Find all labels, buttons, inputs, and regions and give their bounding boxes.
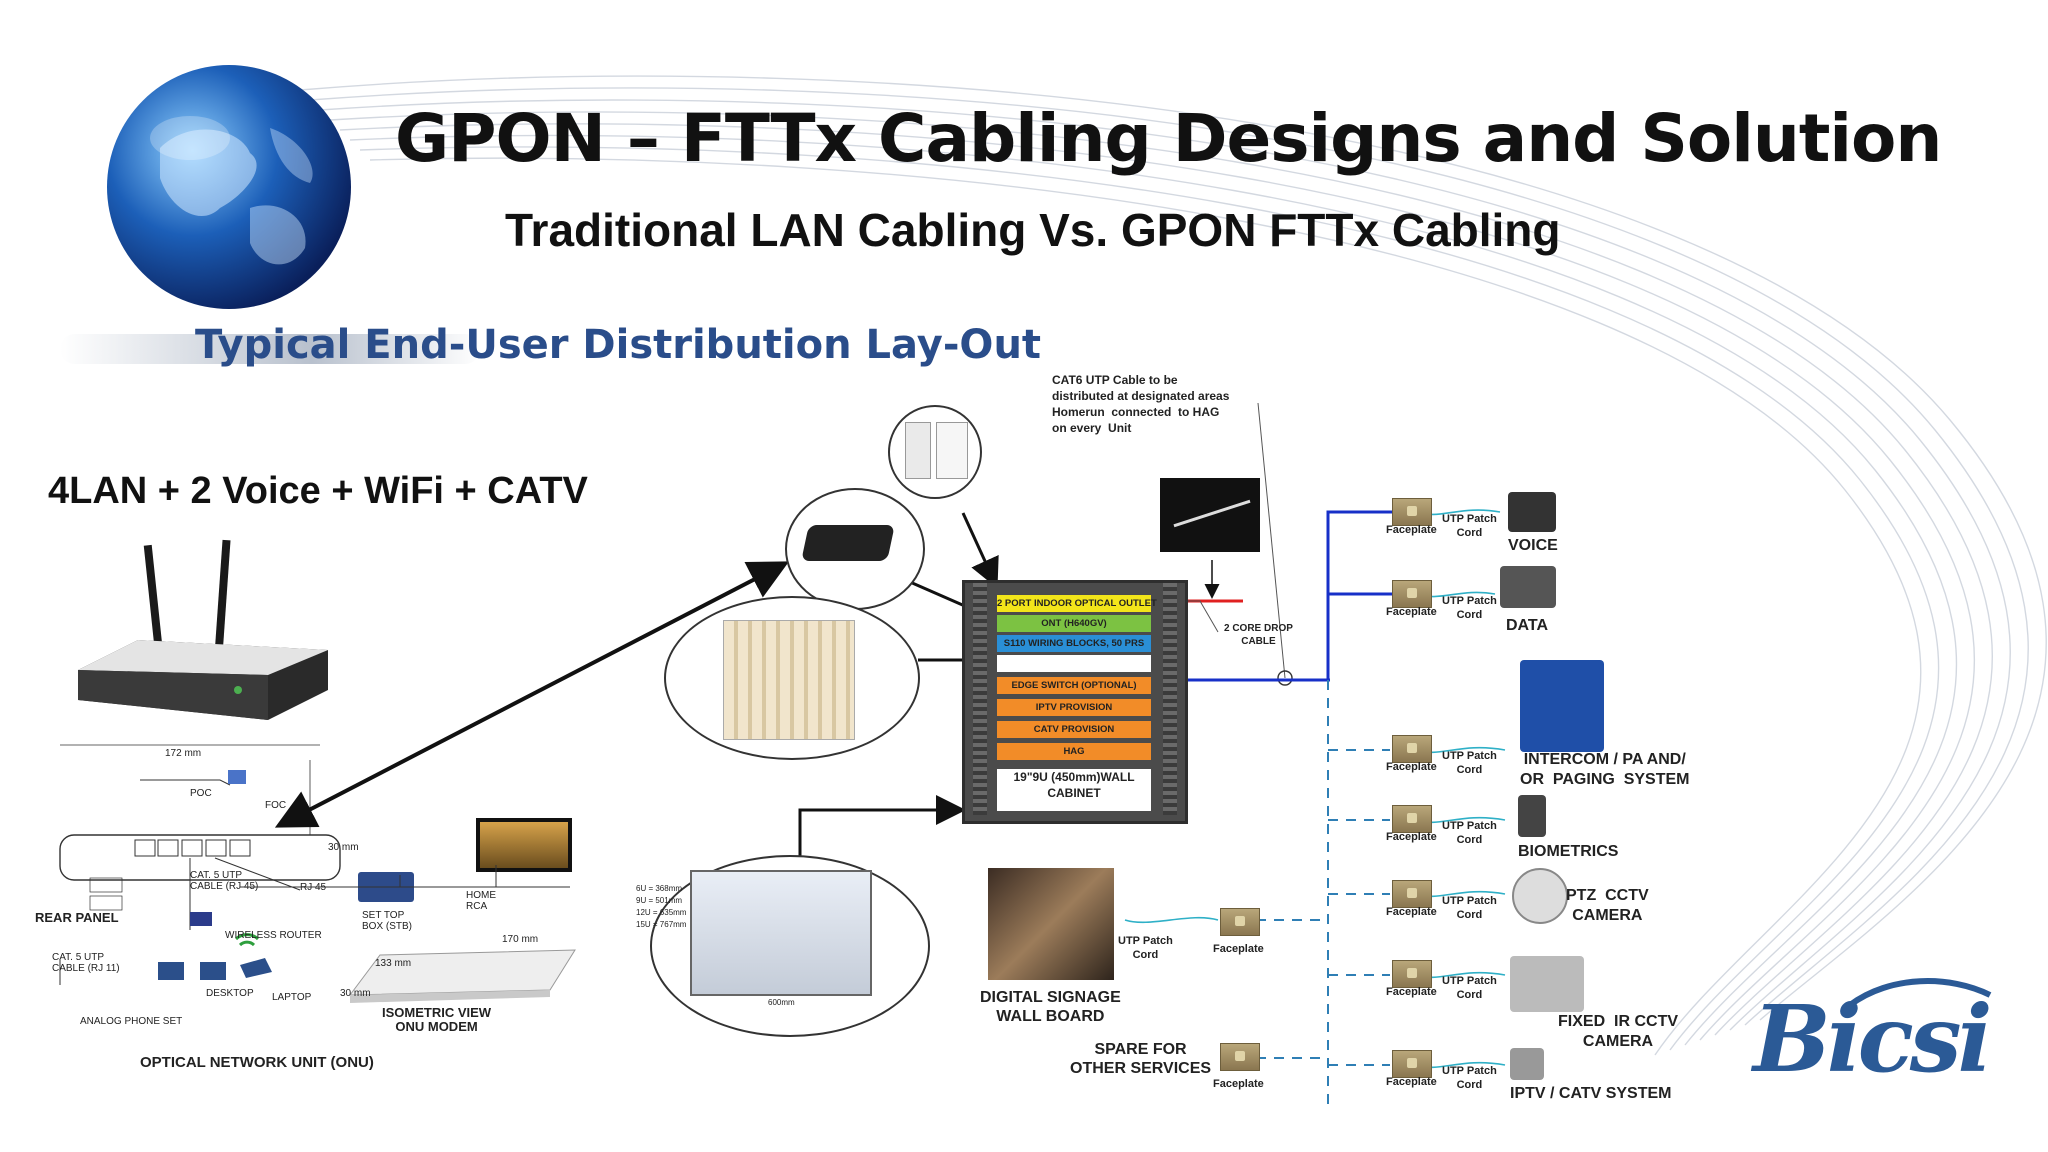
phone-icon xyxy=(1508,492,1556,532)
wall-cabinet-rack: 2 PORT INDOOR OPTICAL OUTLET ONT (H640GV)… xyxy=(962,580,1188,824)
spare-services-label: SPARE FOR OTHER SERVICES xyxy=(1070,1041,1212,1077)
wireless-router-label: WIRELESS ROUTER xyxy=(225,930,322,941)
service-label: FIXED IR CCTV CAMERA xyxy=(1558,1013,1679,1050)
onu-width-label: 172 mm xyxy=(165,748,202,759)
faceplate-2 xyxy=(1392,735,1432,763)
rack-unit-3 xyxy=(997,655,1151,672)
isometric-label: ISOMETRIC VIEW ONU MODEM xyxy=(382,1005,492,1034)
onu-cat5-phone-label: CAT. 5 UTP CABLE (RJ 11) xyxy=(52,952,120,974)
patch-cord-label: UTP Patch Cord xyxy=(1442,820,1497,846)
patch-cord-label: UTP Patch Cord xyxy=(1442,513,1497,539)
bicsi-logo: Bicsi xyxy=(1753,985,1992,1093)
patch-cord-label: UTP Patch Cord xyxy=(1442,975,1497,1001)
rack-unit-5: IPTV PROVISION xyxy=(997,699,1151,716)
optical-outlet-image xyxy=(905,422,931,479)
globe-icon xyxy=(107,65,351,309)
patch-cord-label: UTP Patch Cord xyxy=(1442,1065,1497,1091)
faceplate-label: Faceplate xyxy=(1386,524,1437,536)
home-rca-label: HOME RCA xyxy=(466,890,496,912)
laptop-label: LAPTOP xyxy=(272,992,312,1003)
section-highlight xyxy=(60,334,480,364)
onu-height-label: 30 mm xyxy=(328,842,359,853)
rack-rail-right xyxy=(1163,583,1177,815)
biometric-icon xyxy=(1518,795,1546,837)
cabinet-dims: 6U = 368mm 9U = 501mm 12U = 635mm 15U = … xyxy=(636,884,687,929)
faceplate-label: Faceplate xyxy=(1386,606,1437,618)
faceplate-1 xyxy=(1392,580,1432,608)
patch-cord-signage-label: UTP Patch Cord xyxy=(1118,935,1173,961)
optical-outlet-image-2 xyxy=(936,422,968,479)
patch-cord-label: UTP Patch Cord xyxy=(1442,750,1497,776)
onu-tv-link xyxy=(240,865,570,888)
slide-subtitle: Traditional LAN Cabling Vs. GPON FTTx Ca… xyxy=(505,204,1561,256)
bicsi-logo-arc xyxy=(1848,978,1992,1008)
rack-rail-left xyxy=(973,583,987,815)
rack-unit-0: 2 PORT INDOOR OPTICAL OUTLET xyxy=(997,595,1157,612)
faceplate-0 xyxy=(1392,498,1432,526)
services-heading: 4LAN + 2 Voice + WiFi + CATV xyxy=(48,470,588,512)
faceplate-label: Faceplate xyxy=(1386,986,1437,998)
rack-unit-1: ONT (H640GV) xyxy=(997,615,1151,632)
service-label: PTZ CCTV CAMERA xyxy=(1566,887,1649,924)
faceplate-spare xyxy=(1220,1043,1260,1071)
section-heading: Typical End-User Distribution Lay-Out xyxy=(195,322,1042,368)
faceplate-label: Faceplate xyxy=(1386,1076,1437,1088)
service-label: DATA xyxy=(1506,617,1549,634)
cabinet-name: 19"9U (450mm)WALL CABINET xyxy=(997,769,1151,811)
rack-unit-2: S110 WIRING BLOCKS, 50 PRS xyxy=(997,635,1151,652)
service-label: INTERCOM / PA AND/ OR PAGING SYSTEM xyxy=(1520,751,1690,788)
rack-unit-7: HAG xyxy=(997,743,1151,760)
cat6-note: CAT6 UTP Cable to be distributed at desi… xyxy=(1052,373,1230,435)
faceplate-6 xyxy=(1392,1050,1432,1078)
stb-label: SET TOP BOX (STB) xyxy=(362,910,413,932)
router-image xyxy=(78,539,328,720)
faceplate-label: Faceplate xyxy=(1386,831,1437,843)
patch-cord-label: UTP Patch Cord xyxy=(1442,595,1497,621)
iso-depth-label: 170 mm xyxy=(502,934,539,945)
iso-side-label: 133 mm xyxy=(375,958,412,969)
rear-panel-label: REAR PANEL xyxy=(35,910,119,925)
laptop-icon xyxy=(1500,566,1556,608)
patch-cord-label: UTP Patch Cord xyxy=(1442,895,1497,921)
slide-title: GPON – FTTx Cabling Designs and Solution xyxy=(395,100,1942,177)
faceplate-spare-label: Faceplate xyxy=(1213,1078,1264,1090)
onu-poc-label: POC xyxy=(190,788,212,799)
iptv-icon xyxy=(1510,1048,1544,1080)
ptz-camera-icon xyxy=(1512,868,1568,924)
onu-cat5-label: CAT. 5 UTP CABLE (RJ 45) xyxy=(190,870,259,892)
service-label: VOICE xyxy=(1508,537,1558,554)
analog-phone-label: ANALOG PHONE SET xyxy=(80,1016,183,1027)
drop-cable-label: 2 CORE DROP CABLE xyxy=(1224,623,1293,647)
service-label: IPTV / CATV SYSTEM xyxy=(1510,1085,1672,1102)
faceplate-label: Faceplate xyxy=(1386,906,1437,918)
service-label: BIOMETRICS xyxy=(1518,843,1619,860)
desktop-label: DESKTOP xyxy=(206,988,254,999)
faceplate-signage-label: Faceplate xyxy=(1213,943,1264,955)
rack-unit-6: CATV PROVISION xyxy=(997,721,1151,738)
faceplate-3 xyxy=(1392,805,1432,833)
ir-camera-icon xyxy=(1510,956,1584,1012)
digital-signage-label: DIGITAL SIGNAGE WALL BOARD xyxy=(980,989,1121,1025)
cabinet-photo xyxy=(690,870,872,996)
onu-caption: OPTICAL NETWORK UNIT (ONU) xyxy=(140,1054,374,1071)
cabinet-width-label: 600mm xyxy=(768,998,795,1007)
intercom-icon xyxy=(1520,660,1604,752)
isometric-onu xyxy=(348,949,576,1003)
faceplate-label: Faceplate xyxy=(1386,761,1437,773)
wiring-block-image xyxy=(723,620,855,740)
rack-unit-4: EDGE SWITCH (OPTIONAL) xyxy=(997,677,1151,694)
faceplate-4 xyxy=(1392,880,1432,908)
digital-signage-photo xyxy=(988,868,1114,980)
faceplate-5 xyxy=(1392,960,1432,988)
faceplate-signage xyxy=(1220,908,1260,936)
iso-thick-label: 30 mm xyxy=(340,988,371,999)
ont-device-image xyxy=(801,525,895,561)
